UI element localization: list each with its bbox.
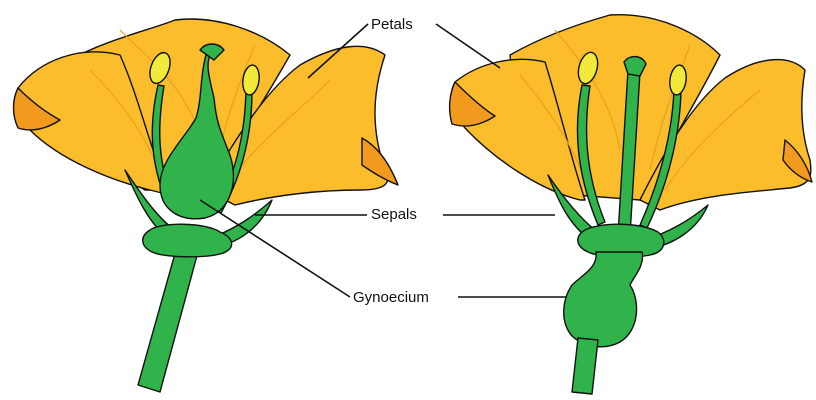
- sepals-label: Sepals: [371, 207, 417, 222]
- right-stem: [572, 338, 598, 394]
- left-stem: [138, 250, 198, 392]
- right-gynoecium: [564, 252, 643, 347]
- petals-line-right: [436, 24, 500, 68]
- petals-label: Petals: [371, 17, 413, 32]
- left-receptacle: [143, 224, 232, 257]
- right-flower: [450, 15, 812, 394]
- gynoecium-label: Gynoecium: [353, 290, 429, 305]
- left-flower: [14, 19, 399, 392]
